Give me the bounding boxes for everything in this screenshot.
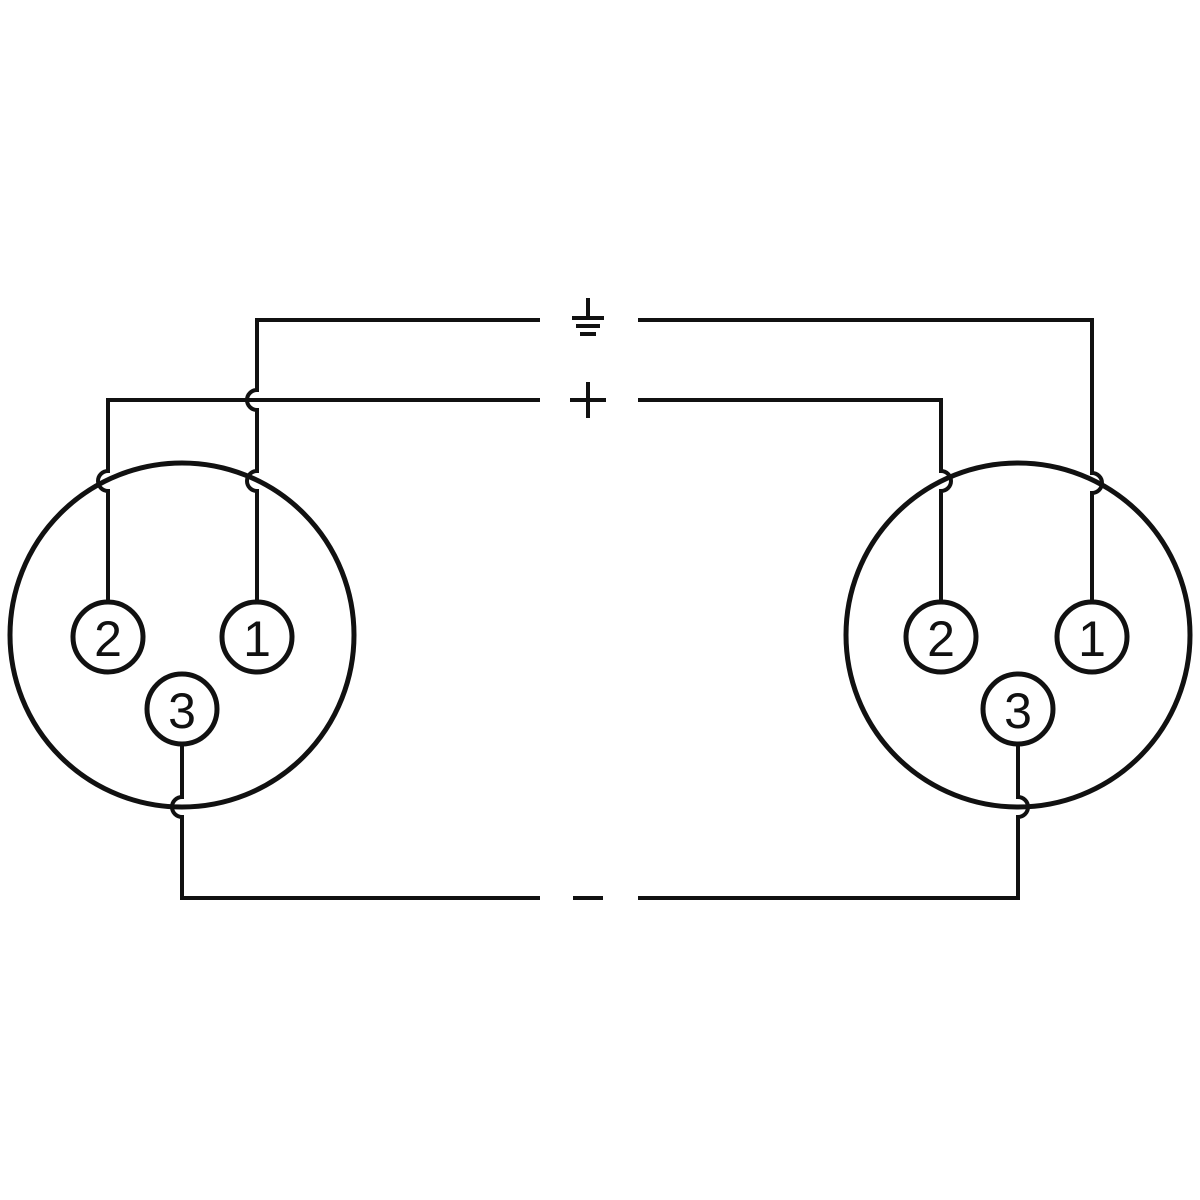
left-connector-shell — [7, 460, 357, 810]
pin-number: 3 — [1004, 683, 1032, 739]
right-pin-1: 1 — [1054, 599, 1130, 675]
pin-number: 1 — [243, 611, 271, 667]
left-connector: 2 1 3 — [7, 318, 540, 900]
left-ground-wire — [245, 318, 540, 601]
right-ground-wire — [638, 318, 1104, 601]
plus-icon — [570, 382, 606, 418]
left-plus-wire — [96, 398, 540, 601]
left-pin-3: 3 — [144, 671, 220, 747]
pin-number: 2 — [94, 611, 122, 667]
pin-number: 1 — [1078, 611, 1106, 667]
right-plus-wire — [638, 398, 953, 601]
left-pin-2: 2 — [70, 599, 146, 675]
right-pin-3: 3 — [980, 671, 1056, 747]
right-minus-wire — [638, 745, 1030, 900]
left-pin-1: 1 — [219, 599, 295, 675]
left-minus-wire — [170, 745, 540, 900]
right-connector: 2 1 3 — [638, 318, 1193, 900]
ground-icon — [572, 298, 604, 336]
pin-number: 2 — [927, 611, 955, 667]
pin-number: 3 — [168, 683, 196, 739]
right-connector-shell — [843, 460, 1193, 810]
right-pin-2: 2 — [903, 599, 979, 675]
